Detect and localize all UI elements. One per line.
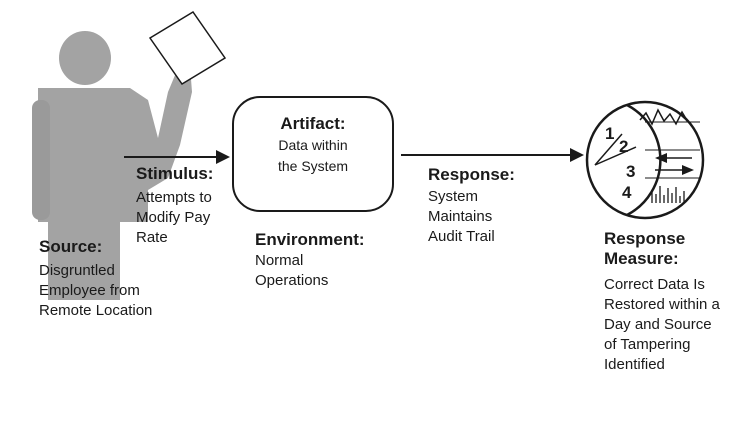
stimulus-heading: Stimulus: bbox=[136, 164, 214, 183]
artifact-heading: Artifact: bbox=[280, 114, 346, 133]
artifact-line-1: Data within bbox=[278, 137, 348, 153]
response-measure-heading-1: Response bbox=[604, 229, 686, 248]
document-icon bbox=[148, 10, 227, 86]
stimulus-arrow bbox=[124, 150, 230, 164]
response-measure-line-2: Restored within a bbox=[604, 296, 720, 313]
response-label: Response: System Maintains Audit Trail bbox=[428, 165, 515, 247]
response-measure-line-5: Identified bbox=[604, 356, 665, 373]
source-line-3: Remote Location bbox=[39, 302, 153, 319]
measure-number-2: 2 bbox=[619, 137, 628, 156]
response-measure-line-3: Day and Source bbox=[604, 316, 712, 333]
stopwatch-chart-icon: 1 2 3 4 bbox=[585, 100, 705, 220]
response-line-1: System bbox=[428, 188, 479, 205]
source-label: Source: Disgruntled Employee from Remote… bbox=[39, 237, 152, 321]
stimulus-line-1: Attempts to bbox=[136, 189, 212, 206]
response-line-2: Maintains bbox=[428, 208, 493, 225]
response-heading: Response: bbox=[428, 165, 515, 184]
stimulus-label: Stimulus: Attempts to Modify Pay Rate bbox=[136, 164, 213, 248]
environment-line-2: Operations bbox=[255, 272, 329, 289]
response-arrow bbox=[401, 148, 584, 162]
response-measure-line-4: of Tampering bbox=[604, 336, 691, 353]
measure-number-4: 4 bbox=[622, 183, 632, 202]
response-measure-line-1: Correct Data Is bbox=[604, 276, 705, 293]
measure-number-1: 1 bbox=[605, 124, 614, 143]
response-measure-heading-2: Measure: bbox=[604, 249, 679, 268]
environment-line-1: Normal bbox=[255, 252, 304, 269]
measure-number-3: 3 bbox=[626, 162, 635, 181]
response-measure-label: Response Measure: Correct Data Is Restor… bbox=[604, 229, 720, 375]
source-heading: Source: bbox=[39, 237, 103, 256]
source-line-2: Employee from bbox=[39, 282, 140, 299]
source-line-1: Disgruntled bbox=[39, 262, 115, 279]
environment-heading: Environment: bbox=[255, 230, 365, 249]
stimulus-line-2: Modify Pay bbox=[136, 209, 211, 226]
artifact-box: Artifact: Data within the System bbox=[232, 96, 394, 212]
stimulus-line-3: Rate bbox=[136, 229, 168, 246]
artifact-line-2: the System bbox=[277, 158, 349, 174]
environment-label: Environment: Normal Operations bbox=[255, 230, 365, 291]
response-line-3: Audit Trail bbox=[428, 228, 495, 245]
